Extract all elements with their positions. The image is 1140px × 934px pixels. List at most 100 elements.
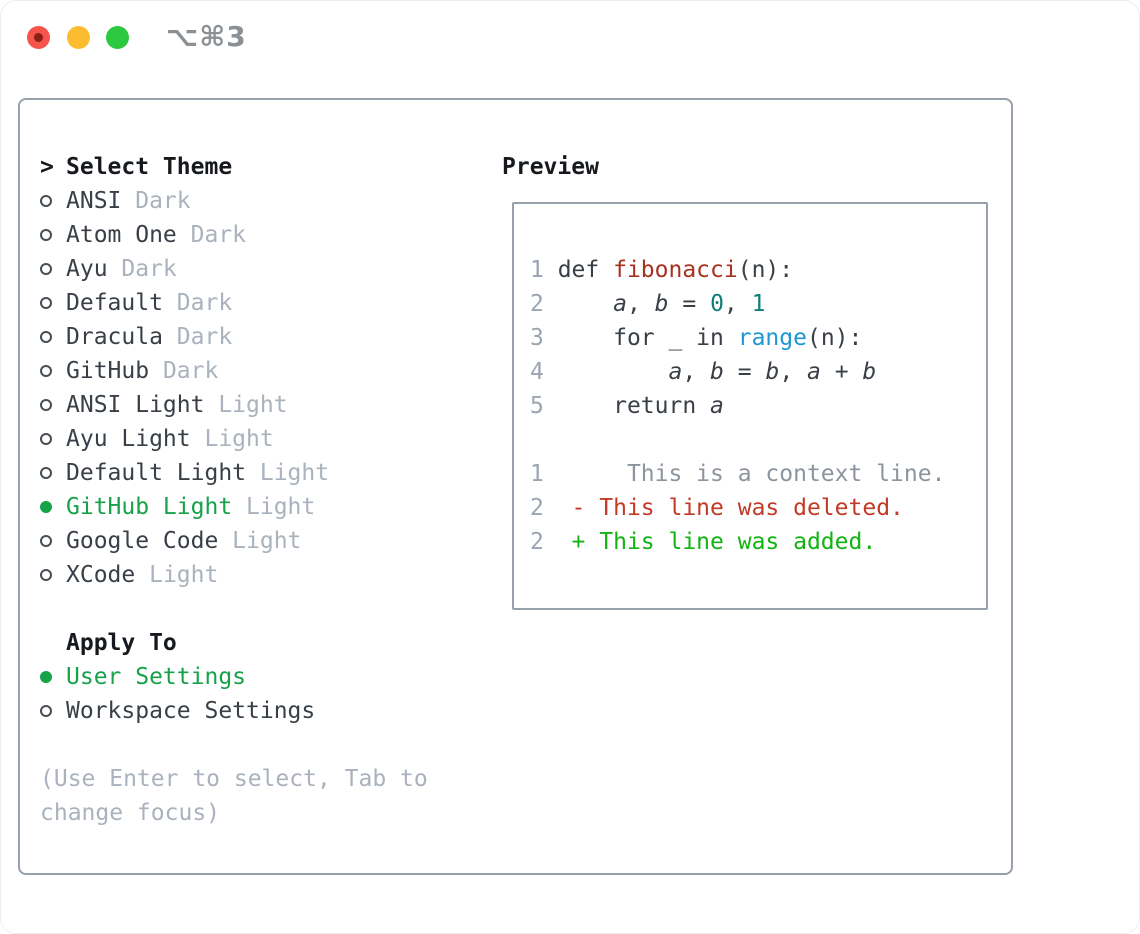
code-line: 2 a, b = 0, 1 — [530, 287, 986, 321]
theme-item-label: GitHub Light — [66, 494, 233, 520]
theme-item-label: Ayu — [66, 256, 108, 282]
code-token: for _ in — [557, 325, 738, 351]
code-token: range — [737, 325, 807, 351]
code-token: a — [613, 291, 627, 317]
code-line: 1 def fibonacci(n): — [530, 253, 986, 287]
apply-to-option[interactable]: Workspace Settings — [40, 694, 490, 728]
theme-item-label: ANSI Light — [66, 392, 205, 418]
theme-item-variant: Light — [246, 494, 316, 520]
code-line: 3 for _ in range(n): — [530, 321, 986, 355]
theme-list-item[interactable]: Atom One Dark — [40, 218, 490, 252]
code-token: b — [862, 359, 877, 385]
code-tokens: + This line was added. — [558, 529, 877, 555]
line-number: 5 — [530, 393, 544, 419]
theme-list-item[interactable]: Google Code Light — [40, 524, 490, 558]
theme-list-item[interactable]: XCode Light — [40, 558, 490, 592]
radio-icon — [40, 433, 52, 445]
code-tokens: def fibonacci(n): — [558, 257, 793, 283]
theme-menu-header: > Select Theme — [40, 150, 490, 184]
theme-item-variant: Dark — [121, 256, 177, 282]
radio-icon — [40, 331, 52, 343]
code-tokens: - This line was deleted. — [558, 495, 904, 521]
apply-to-option-label: User Settings — [66, 664, 247, 690]
theme-list-item[interactable]: GitHub Light Light — [40, 490, 490, 524]
line-number: 1 — [530, 461, 544, 487]
radio-icon — [40, 263, 52, 275]
apply-to-header: Apply To — [40, 626, 490, 660]
theme-item-variant: Dark — [162, 358, 219, 384]
code-token: , — [779, 359, 808, 385]
line-number: 2 — [530, 291, 544, 317]
theme-item-label: Ayu Light — [66, 426, 191, 452]
code-line — [530, 423, 986, 457]
apply-to-option[interactable]: User Settings — [40, 660, 490, 694]
code-token: (n): — [806, 325, 863, 351]
line-number: 4 — [530, 359, 544, 385]
theme-item-label: Dracula — [66, 324, 163, 350]
radio-icon — [40, 705, 52, 717]
theme-menu: > Select Theme ANSI Dark Atom One Dark A… — [40, 150, 490, 830]
code-tokens: a, b = b, a + b — [558, 359, 877, 385]
line-number: 3 — [530, 325, 544, 351]
theme-list-item[interactable]: Default Dark — [40, 286, 490, 320]
theme-item-label: Atom One — [66, 222, 177, 248]
prompt-marker: > — [40, 154, 54, 180]
code-token: b — [654, 291, 669, 317]
theme-item-variant: Dark — [135, 188, 191, 214]
radio-icon — [40, 467, 52, 479]
theme-list-item[interactable]: Ayu Dark — [40, 252, 490, 286]
radio-icon — [40, 229, 52, 241]
code-tokens: return a — [558, 393, 724, 419]
code-token: + This line was added. — [557, 529, 877, 555]
theme-list: ANSI Dark Atom One Dark Ayu Dark Default… — [40, 184, 490, 592]
theme-list-item[interactable]: Ayu Light Light — [40, 422, 490, 456]
code-token: b — [765, 359, 780, 385]
radio-icon — [40, 399, 52, 411]
radio-icon — [40, 195, 52, 207]
theme-list-item[interactable]: ANSI Dark — [40, 184, 490, 218]
code-tokens: This is a context line. — [558, 461, 946, 487]
theme-item-variant: Light — [204, 426, 274, 452]
code-token: a — [807, 359, 821, 385]
radio-icon — [40, 365, 52, 377]
code-tokens: for _ in range(n): — [557, 325, 863, 351]
code-token: , — [626, 291, 655, 317]
theme-item-variant: Light — [259, 460, 330, 486]
theme-list-item[interactable]: GitHub Dark — [40, 354, 490, 388]
close-button[interactable] — [27, 26, 50, 49]
theme-list-item[interactable]: ANSI Light Light — [40, 388, 490, 422]
tui-panel: > Select Theme ANSI Dark Atom One Dark A… — [18, 98, 1013, 875]
radio-icon — [40, 535, 52, 547]
theme-item-label: Google Code — [66, 528, 219, 554]
code-token: = — [668, 291, 711, 317]
code-line: 2 + This line was added. — [530, 525, 986, 559]
code-token: fibonacci — [613, 257, 738, 283]
code-token: a — [668, 359, 683, 385]
theme-item-label: GitHub — [66, 358, 150, 384]
code-token: b — [710, 359, 724, 385]
zoom-button[interactable] — [106, 26, 129, 49]
theme-item-label: Default — [66, 290, 163, 316]
spacer — [40, 592, 490, 626]
code-token: 1 — [751, 291, 766, 317]
theme-item-variant: Light — [232, 528, 302, 554]
hint-text-line1: (Use Enter to select, Tab to — [40, 766, 428, 792]
preview-pane: 1 def fibonacci(n): 2 a, b = 0, 1 3 for … — [512, 202, 988, 610]
code-line: 2 - This line was deleted. — [530, 491, 986, 525]
theme-item-variant: Dark — [176, 290, 233, 316]
radio-icon — [40, 671, 52, 683]
code-line: 5 return a — [530, 389, 986, 423]
theme-item-variant: Light — [218, 392, 288, 418]
code-token: (n): — [737, 257, 794, 283]
line-number: 1 — [530, 257, 544, 283]
theme-list-item[interactable]: Default Light Light — [40, 456, 490, 490]
apply-to-list: User Settings Workspace Settings — [40, 660, 490, 728]
code-token: + — [820, 359, 863, 385]
code-token: def — [557, 257, 614, 283]
minimize-button[interactable] — [67, 26, 90, 49]
code-token: a — [710, 393, 724, 419]
radio-icon — [40, 297, 52, 309]
theme-list-item[interactable]: Dracula Dark — [40, 320, 490, 354]
code-token: , — [682, 359, 711, 385]
